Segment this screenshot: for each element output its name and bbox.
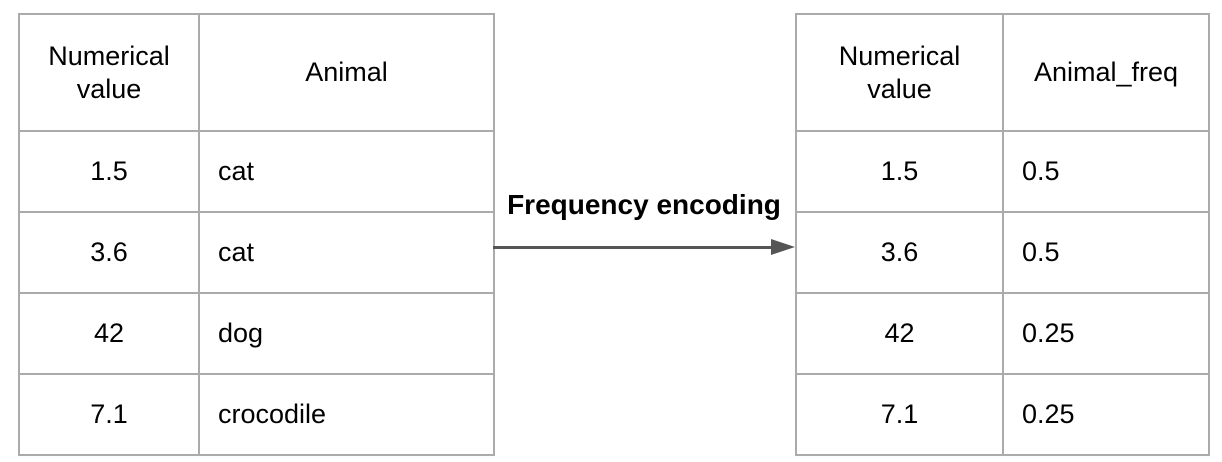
- data-cell-numerical: 42: [795, 292, 1004, 375]
- data-cell-animal: cat: [198, 130, 495, 213]
- data-cell-numerical: 3.6: [18, 211, 200, 294]
- transform-arrow-line: [493, 246, 773, 249]
- frequency-encoding-label: Frequency encoding: [507, 189, 781, 220]
- data-cell-numerical: 1.5: [795, 130, 1004, 213]
- data-cell-freq: 0.5: [1002, 211, 1210, 294]
- data-cell-animal: dog: [198, 292, 495, 375]
- header-cell-numerical-value: Numerical value: [18, 13, 200, 132]
- data-cell-freq: 0.5: [1002, 130, 1210, 213]
- data-cell-freq: 0.25: [1002, 373, 1210, 456]
- data-cell-numerical: 7.1: [18, 373, 200, 456]
- header-cell-animal-freq: Animal_freq: [1002, 13, 1210, 132]
- table-row: 42 dog: [18, 292, 495, 375]
- data-cell-numerical: 7.1: [795, 373, 1004, 456]
- table-row: 3.6 cat: [18, 211, 495, 294]
- source-table: Numerical value Animal 1.5 cat 3.6 cat 4…: [18, 13, 495, 456]
- right-arrow-icon: [771, 239, 795, 255]
- header-cell-numerical-value: Numerical value: [795, 13, 1004, 132]
- encoded-table: Numerical value Animal_freq 1.5 0.5 3.6 …: [795, 13, 1210, 456]
- data-cell-animal: cat: [198, 211, 495, 294]
- data-cell-numerical: 42: [18, 292, 200, 375]
- source-table-header-row: Numerical value Animal: [18, 13, 495, 132]
- table-row: 1.5 cat: [18, 130, 495, 213]
- table-row: 3.6 0.5: [795, 211, 1210, 294]
- encoded-table-header-row: Numerical value Animal_freq: [795, 13, 1210, 132]
- table-row: 7.1 crocodile: [18, 373, 495, 456]
- header-cell-animal: Animal: [198, 13, 495, 132]
- table-row: 1.5 0.5: [795, 130, 1210, 213]
- table-row: 42 0.25: [795, 292, 1210, 375]
- table-row: 7.1 0.25: [795, 373, 1210, 456]
- data-cell-animal: crocodile: [198, 373, 495, 456]
- data-cell-numerical: 1.5: [18, 130, 200, 213]
- data-cell-freq: 0.25: [1002, 292, 1210, 375]
- data-cell-numerical: 3.6: [795, 211, 1004, 294]
